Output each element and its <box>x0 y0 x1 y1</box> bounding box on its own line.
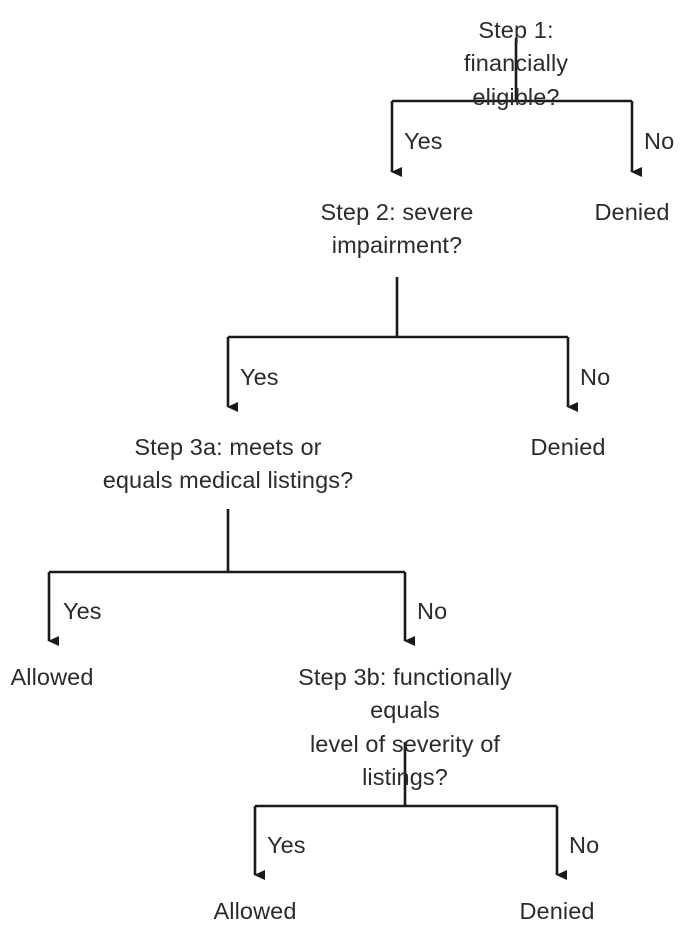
node-step2: Step 2: severe impairment? <box>320 199 474 259</box>
node-denied-step2-no: Denied <box>530 434 606 460</box>
node-step3b: Step 3b: functionally equals level of se… <box>298 664 512 791</box>
edge-label-step2-no: No <box>580 364 611 390</box>
edge-label-step1-yes: Yes <box>404 128 443 154</box>
edge-label-step3b-yes: Yes <box>267 832 306 858</box>
node-allowed-step3b-yes: Allowed <box>213 898 297 924</box>
node-denied-step1-no: Denied <box>594 199 670 225</box>
edge-label-step1-no: No <box>644 128 675 154</box>
edge-label-step2-yes: Yes <box>240 364 279 390</box>
edge-label-step3a-no: No <box>417 598 448 624</box>
node-allowed-step3a-yes: Allowed <box>10 664 94 690</box>
node-step1: Step 1: financially eligible? <box>463 17 569 110</box>
node-denied-step3b-no: Denied <box>519 898 595 924</box>
node-step3a: Step 3a: meets or equals medical listing… <box>102 434 354 494</box>
edge-label-step3b-no: No <box>569 832 600 858</box>
edge-label-step3a-yes: Yes <box>63 598 102 624</box>
